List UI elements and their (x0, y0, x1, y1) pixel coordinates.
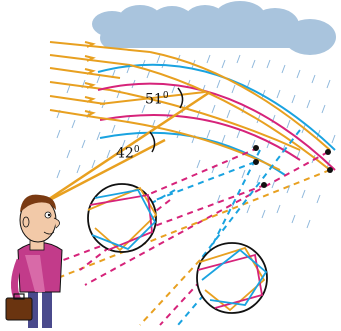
raindrop-upper (87, 183, 158, 253)
sun-rays (49, 41, 151, 119)
secondary-bow-blue (97, 63, 336, 151)
angle-outer-degree: 0 (162, 91, 169, 101)
secondary-bow-red (97, 82, 336, 171)
person-with-briefcase-icon (5, 194, 63, 328)
angle-inner-degree: 0 (133, 145, 140, 155)
drop-points (253, 145, 333, 188)
angle-inner-value: 42 (116, 145, 134, 162)
angle-label-inner: 420 (116, 145, 140, 162)
cloud-icon (92, 1, 336, 55)
sun-rays-through-rain (99, 51, 331, 171)
primary-bow-red (99, 114, 301, 161)
briefcase-icon (5, 297, 33, 321)
sight-lines (39, 90, 211, 207)
raindrop-lower (196, 242, 268, 314)
angle-arcs (149, 87, 184, 153)
angle-outer-value: 51 (145, 91, 163, 108)
angle-label-outer: 510 (145, 91, 169, 108)
dashed-rays (39, 129, 331, 326)
